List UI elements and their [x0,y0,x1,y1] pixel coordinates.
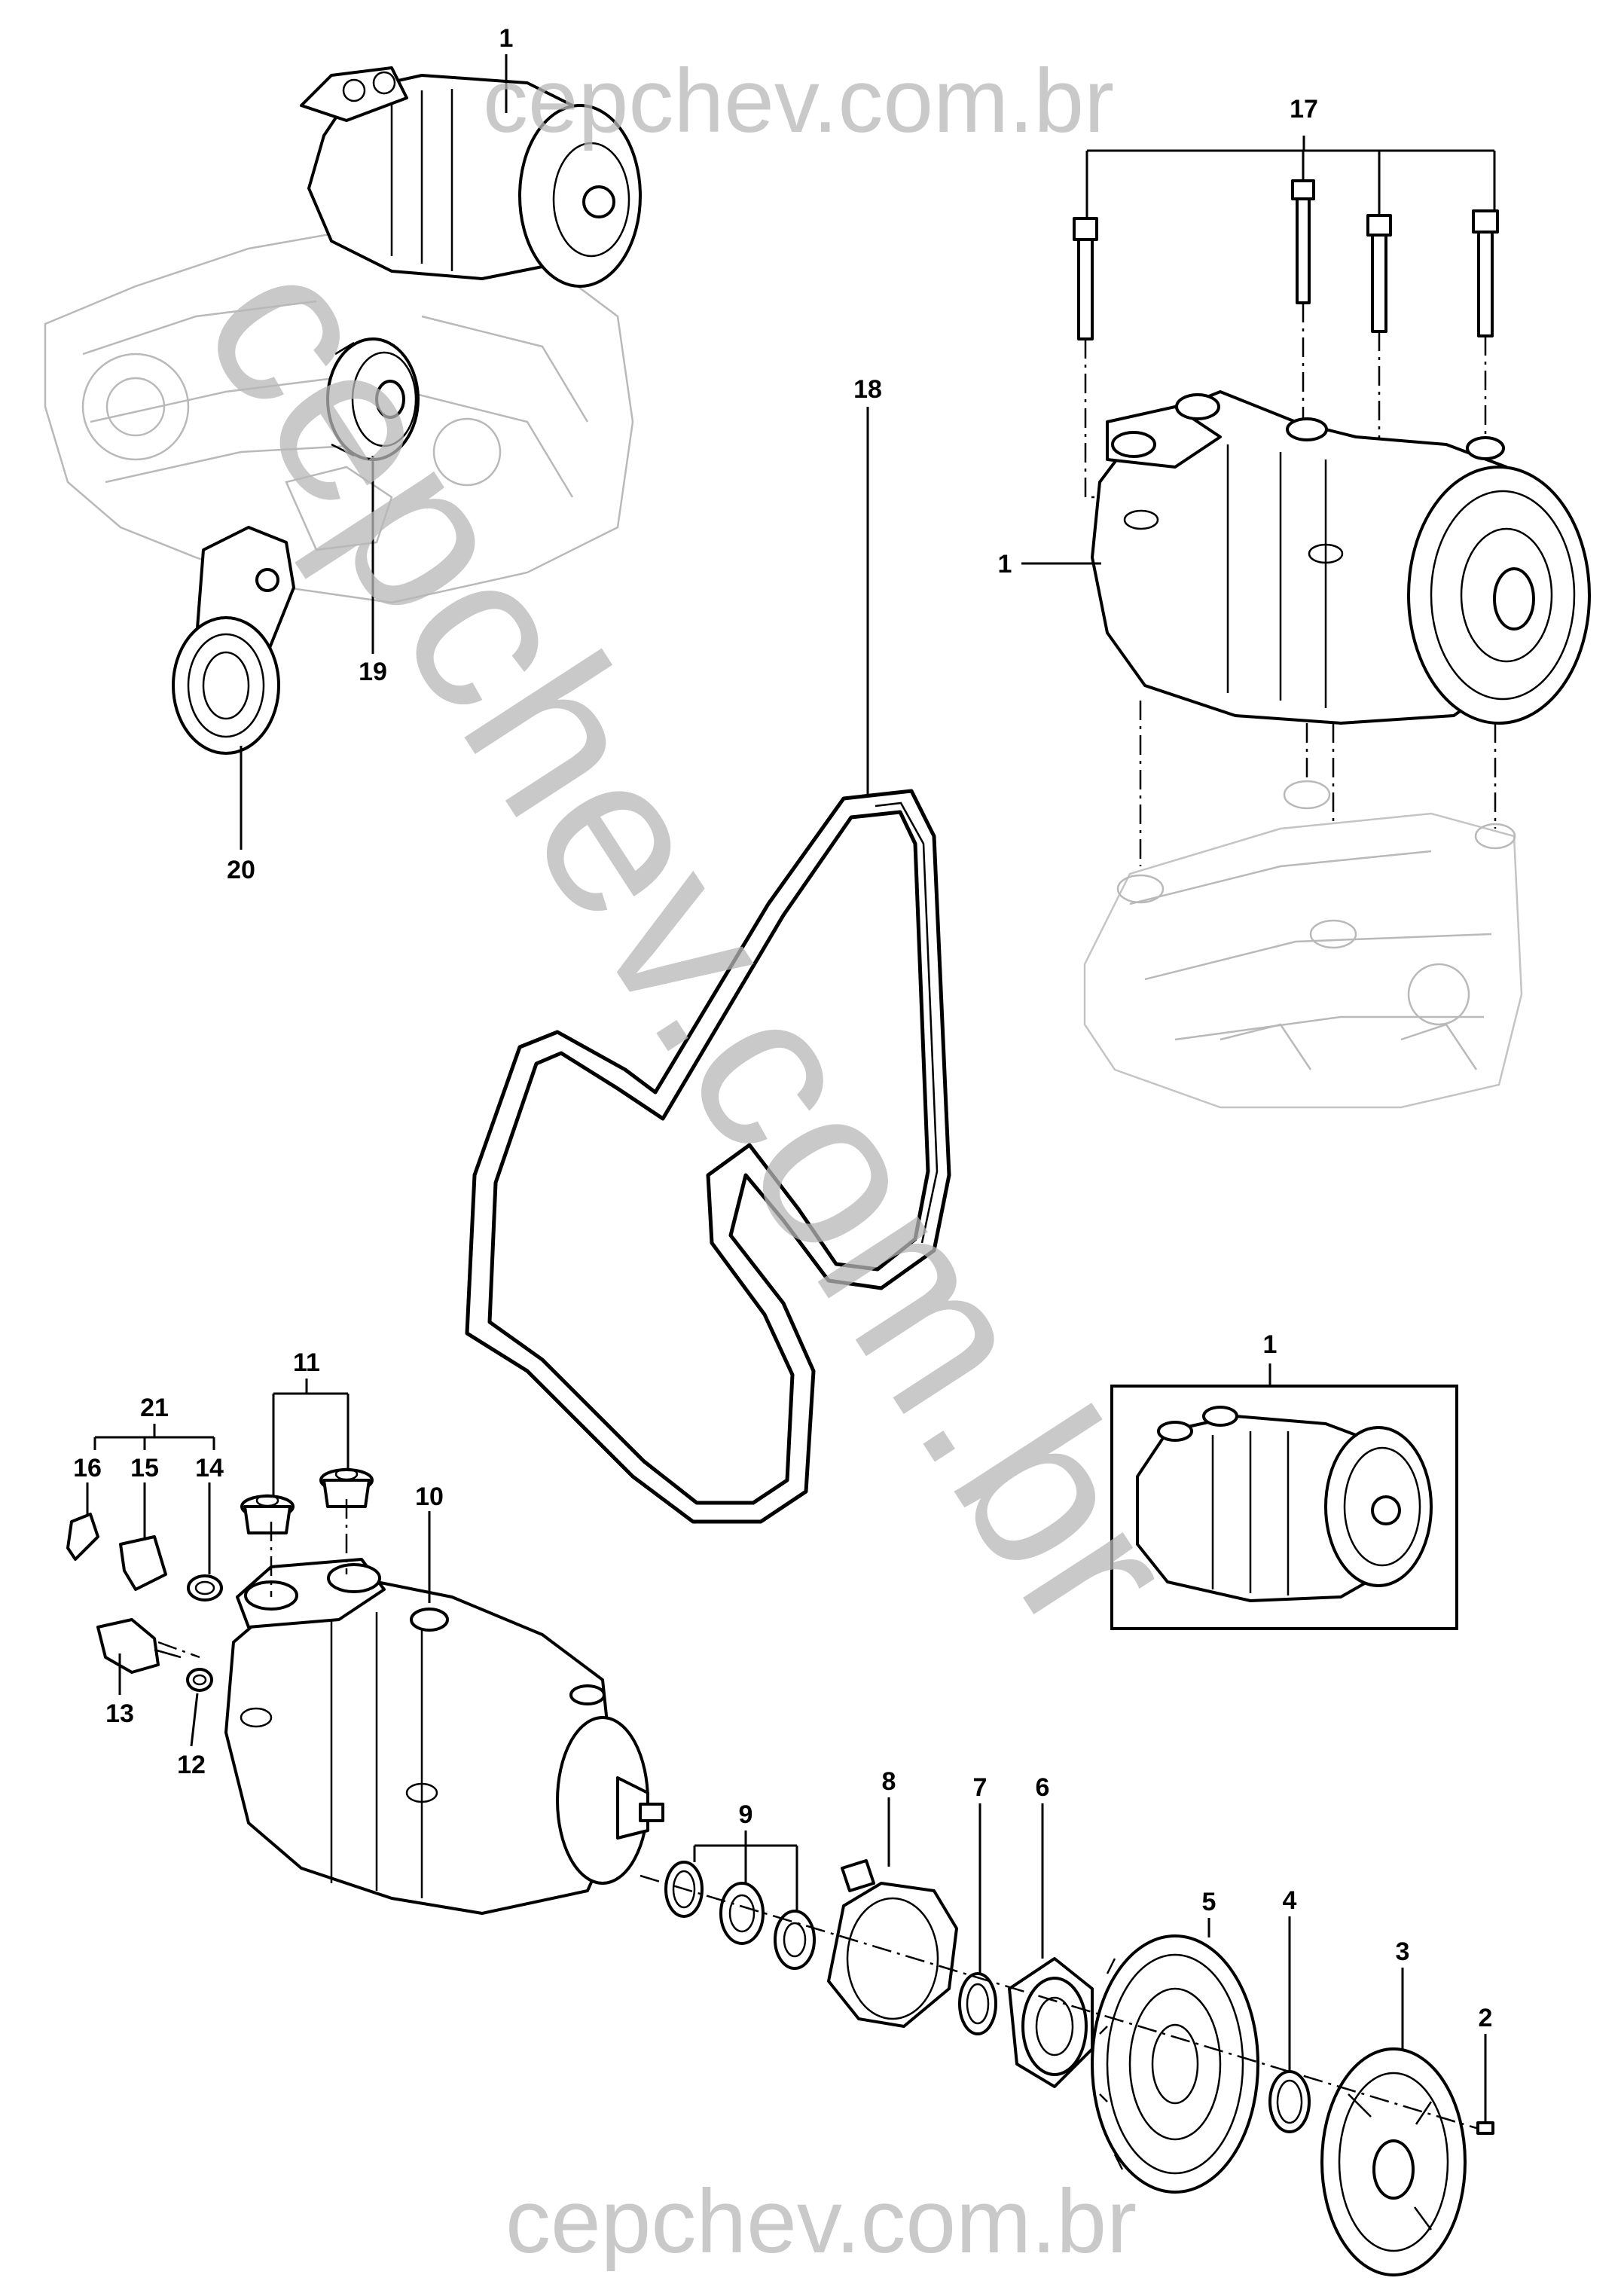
seal-caps-11 [240,1467,374,1534]
watermarks: cepchev.com.br cepchev.com.br cepchev.co… [154,50,1227,2272]
clutch-plate-3 [1320,2047,1467,2276]
serpentine-belt-18 [465,789,951,1524]
callout-9: 9 [739,1800,753,1829]
callout-17: 17 [1290,95,1318,124]
callout-14: 14 [195,1454,224,1482]
engine-block-ghost-top [44,224,634,604]
callout-10: 10 [415,1482,444,1511]
inset-box [1110,1385,1458,1630]
engine-bracket-ghost-right [1083,780,1523,1109]
callout-4: 4 [1283,1886,1297,1915]
leader-lines [86,54,1496,2123]
shaft-seal-parts-9 [664,1861,816,1970]
callout-16: 16 [73,1454,102,1482]
compressor-body-10 [224,1558,664,1915]
callout-21: 21 [140,1394,169,1422]
pulley-5 [1091,1934,1259,2194]
coil-housing-8 [827,1859,958,2028]
watermark-top: cepchev.com.br [483,50,1114,151]
callout-labels: 1 17 1 19 20 18 1 11 21 16 15 14 10 13 1… [73,24,1492,2032]
callout-1-inset: 1 [1263,1330,1278,1359]
mounting-bolts-17 [1073,179,1499,340]
callout-15: 15 [130,1454,159,1482]
compressor-right [1091,390,1591,725]
key-2 [1476,2121,1494,2135]
callout-5: 5 [1202,1888,1216,1916]
callout-1-top: 1 [499,24,514,53]
callout-13: 13 [105,1699,134,1728]
compressor-top [300,66,642,288]
callout-11: 11 [293,1348,320,1377]
callout-1-right: 1 [998,550,1012,579]
callout-2: 2 [1479,2004,1493,2032]
relief-valve-parts [66,1513,223,1692]
watermark-diagonal: cepchev.com.br [154,212,1227,1675]
watermark-bottom: cepchev.com.br [505,2171,1137,2272]
callout-7: 7 [973,1773,988,1802]
axis-dash-bottom [157,1499,1477,2130]
callout-8: 8 [882,1767,896,1796]
callout-20: 20 [227,856,255,884]
retainer-ring-7 [958,1972,997,2035]
callout-3: 3 [1396,1937,1410,1966]
callout-19: 19 [359,658,387,686]
callout-6: 6 [1036,1773,1050,1802]
snap-ring-4 [1268,2070,1311,2133]
tensioner-20 [172,526,295,755]
callout-12: 12 [177,1751,206,1779]
bearing-6 [1008,1957,1094,2088]
callout-18: 18 [853,375,882,404]
